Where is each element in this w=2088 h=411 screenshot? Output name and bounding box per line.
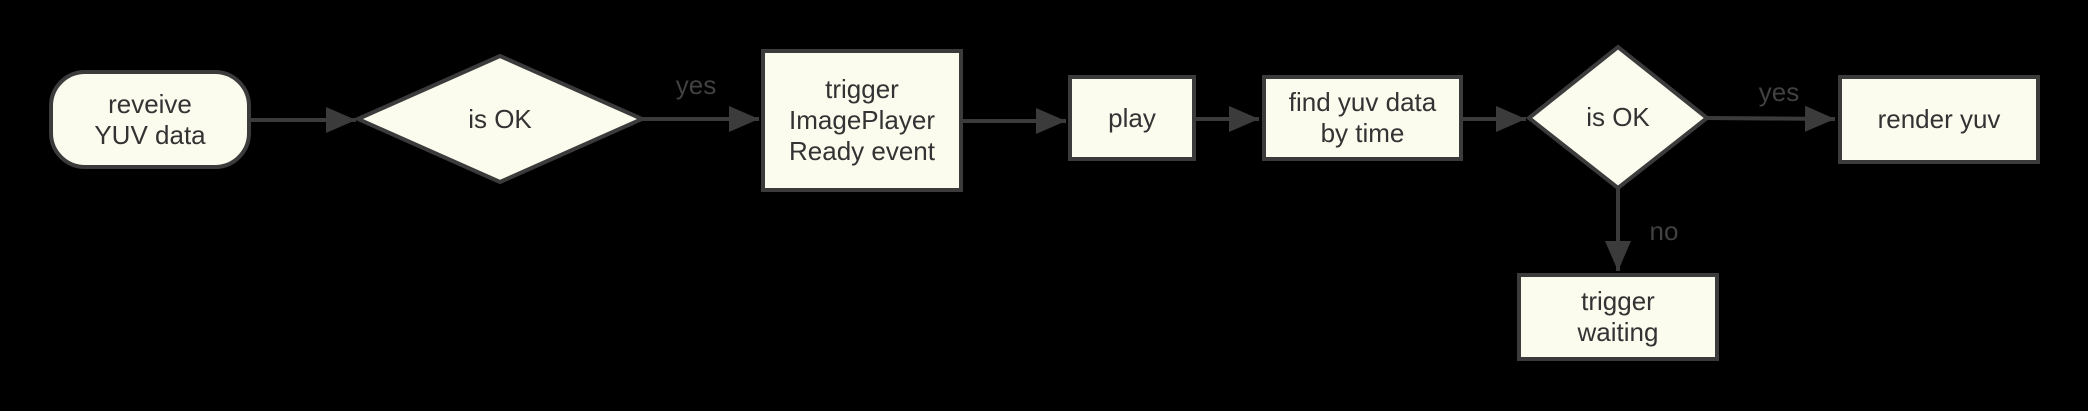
node-label-line: by time [1320,118,1405,148]
node-label-line: waiting [1577,317,1659,347]
node-receive-yuv-data: reveive YUV data [49,70,251,169]
node-label-line: trigger [1581,286,1655,316]
node-label-line: play [1108,102,1156,133]
edge-label-text: yes [1758,76,1800,107]
edge-label-yes-1: yes [656,70,736,100]
node-is-ok-1-label: is OK [358,56,642,182]
node-label-line: ImagePlayer [789,105,935,135]
edge-label-no-1: no [1624,216,1704,246]
node-label-line: find yuv data [1288,87,1437,117]
node-label-line: is OK [468,103,532,134]
node-find-yuv-data-by-time: find yuv data by time [1262,75,1463,161]
node-render-yuv: render yuv [1838,75,2040,164]
node-label-line: trigger [825,74,899,104]
edge-label-text: no [1649,215,1679,246]
node-trigger-imageplayer-ready: trigger ImagePlayer Ready event [761,49,963,192]
node-trigger-waiting: trigger waiting [1517,273,1719,361]
edge-label-yes-2: yes [1739,77,1819,107]
node-is-ok-2-label: is OK [1529,47,1707,188]
node-label-line: is OK [1586,102,1650,132]
node-label-line: YUV data [94,119,206,150]
node-play: play [1068,75,1196,161]
node-label-line: render yuv [1877,104,2001,134]
arrow-isok2-yes-to-render-yuv [1706,105,1836,132]
edge-label-text: yes [675,69,717,100]
node-label-line: reveive [108,88,192,119]
node-label-line: Ready event [789,136,935,166]
